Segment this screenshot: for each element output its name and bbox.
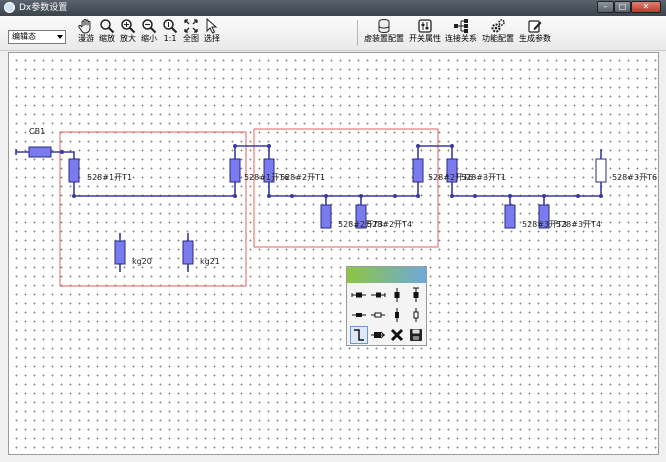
toolbar-separator: [357, 20, 358, 46]
switch-properties-icon: [418, 19, 432, 33]
function-config-label: 功能配置: [482, 34, 514, 43]
switch-528-3-t1[interactable]: [446, 158, 458, 183]
diagram-canvas[interactable]: CB1 528#1开T1 528#1开T6 528#2开T1 528#2开T3 …: [8, 52, 659, 455]
minimize-button[interactable]: –: [597, 1, 614, 13]
breaker-cb1[interactable]: [28, 146, 52, 158]
zoom-in-button[interactable]: 放大: [119, 18, 137, 44]
label-528-3-t6: 528#3开T6: [612, 173, 658, 182]
zoom-actual-icon: [163, 19, 178, 34]
label-528-3-t3: 528#3开T3: [522, 220, 568, 229]
vertical-open-switch-tool-icon[interactable]: [408, 307, 424, 323]
label-528-1-t1: 528#1开T1: [87, 173, 133, 182]
label-528-3-t4: 528#3开T4: [556, 220, 602, 229]
function-config-button[interactable]: 功能配置: [481, 18, 515, 44]
generate-params-label: 生成参数: [519, 34, 551, 43]
delete-icon[interactable]: [389, 327, 405, 343]
switch-528-2-t1[interactable]: [263, 158, 275, 183]
toolbar: 编辑态 漫游 缩放 放大 缩小 1:1 全图 选择 虚装置配置 开关属性 连接: [0, 16, 666, 51]
title-bar: Dx参数设置 – □ ✕: [0, 0, 666, 16]
zoom-out-button[interactable]: 缩小: [140, 18, 158, 44]
vertical-breaker-tool-icon[interactable]: [389, 287, 405, 303]
zoom-out-icon: [142, 19, 157, 34]
mode-select-value: 编辑态: [12, 32, 36, 41]
switch-528-2-t3[interactable]: [320, 204, 332, 229]
close-button[interactable]: ✕: [631, 1, 661, 13]
horizontal-breaker-tool-icon[interactable]: [351, 287, 367, 303]
connect-tool-icon[interactable]: [370, 327, 386, 343]
virtual-device-config-label: 虚装置配置: [364, 34, 404, 43]
horizontal-open-switch-tool-icon[interactable]: [370, 307, 386, 323]
select-tool-button-label: 选择: [204, 34, 220, 43]
app-icon: [4, 2, 15, 13]
horizontal-switch-tool-icon[interactable]: [351, 307, 367, 323]
generate-params-button[interactable]: 生成参数: [518, 18, 552, 44]
switch-properties-button[interactable]: 开关属性: [408, 18, 442, 44]
switch-528-3-t4[interactable]: [538, 204, 550, 229]
label-cb1: CB1: [29, 127, 46, 136]
maximize-button[interactable]: □: [614, 1, 631, 13]
horizontal-disconnector-tool-icon[interactable]: [370, 287, 386, 303]
pan-button-label: 漫游: [78, 34, 94, 43]
label-528-3-t1: 528#3开T1: [461, 173, 507, 182]
connection-relation-label: 连接关系: [445, 34, 477, 43]
network-icon: [454, 19, 468, 33]
zoom-actual-button[interactable]: 1:1: [161, 18, 179, 44]
pointer-icon: [206, 18, 218, 34]
label-528-1-t6: 528#1开T6: [244, 173, 290, 182]
switch-528-3-t6[interactable]: [595, 158, 607, 183]
vertical-disconnector-tool-icon[interactable]: [408, 287, 424, 303]
label-528-2-t4: 528#2开T4: [367, 220, 413, 229]
zoom-in-button-label: 放大: [120, 34, 136, 43]
connection-relation-button[interactable]: 连接关系: [444, 18, 478, 44]
fit-all-button-label: 全图: [183, 34, 199, 43]
chevron-down-icon: [57, 35, 63, 39]
magnifier-icon: [100, 19, 115, 34]
fit-all-icon: [184, 19, 198, 33]
wire-tool-icon[interactable]: [350, 326, 368, 344]
label-kg20: kg20: [132, 257, 152, 266]
window-title: Dx参数设置: [19, 3, 68, 13]
pan-button[interactable]: 漫游: [77, 18, 95, 44]
switch-528-2-t6[interactable]: [412, 158, 424, 183]
zoom-button-label: 缩放: [99, 34, 115, 43]
switch-528-1-t6[interactable]: [229, 158, 241, 183]
zoom-in-icon: [121, 19, 136, 34]
save-icon[interactable]: [408, 327, 424, 343]
zoom-actual-button-label: 1:1: [163, 34, 177, 43]
switch-528-2-t4[interactable]: [355, 204, 367, 229]
diagram-drawing: [15, 128, 607, 287]
select-tool-button[interactable]: 选择: [203, 18, 221, 44]
hand-icon: [78, 19, 91, 34]
gears-icon: [491, 19, 505, 33]
switch-528-1-t1[interactable]: [68, 158, 80, 183]
fit-all-button[interactable]: 全图: [182, 18, 200, 44]
component-palette: [346, 266, 427, 346]
zoom-button[interactable]: 缩放: [98, 18, 116, 44]
junction-dots: [60, 144, 603, 198]
database-icon: [378, 19, 390, 34]
label-kg21: kg21: [200, 257, 220, 266]
palette-drag-handle[interactable]: [347, 267, 426, 283]
selection-box-middle[interactable]: [253, 128, 439, 248]
switch-kg20[interactable]: [114, 240, 126, 265]
edit-icon: [528, 20, 542, 33]
virtual-device-config-button[interactable]: 虚装置配置: [362, 18, 406, 44]
mode-select[interactable]: 编辑态: [8, 30, 66, 44]
vertical-switch-tool-icon[interactable]: [389, 307, 405, 323]
zoom-out-button-label: 缩小: [141, 34, 157, 43]
label-528-2-t1: 528#2开T1: [280, 173, 326, 182]
switch-kg21[interactable]: [182, 240, 194, 265]
switch-528-3-t3[interactable]: [504, 204, 516, 229]
label-528-2-t3: 528#2开T3: [338, 220, 384, 229]
switch-properties-label: 开关属性: [409, 34, 441, 43]
selection-box-left[interactable]: [59, 131, 247, 287]
label-528-2-t6: 528#2开T6: [428, 173, 474, 182]
